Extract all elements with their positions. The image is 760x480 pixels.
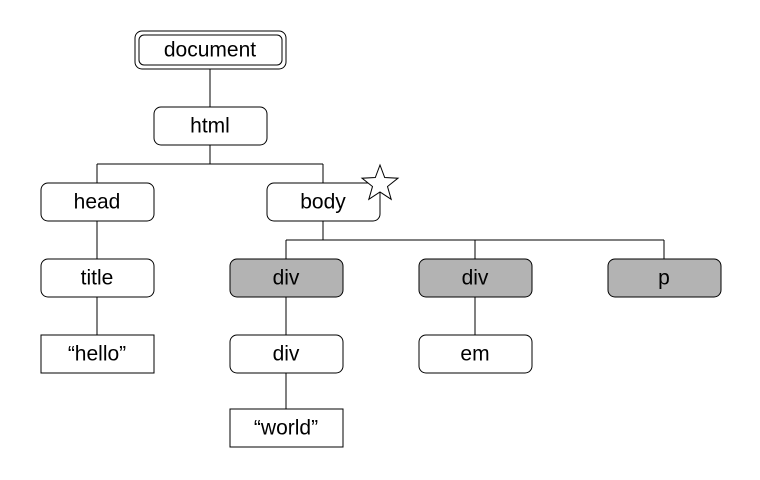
node-document-inner-box <box>138 34 283 66</box>
node-html-box <box>153 106 268 146</box>
node-div-nested: div <box>229 334 344 374</box>
node-hello-text: “hello” <box>40 334 155 374</box>
node-hello-box <box>40 334 155 374</box>
node-hello-label: “hello” <box>68 343 126 366</box>
node-world-label: “world” <box>254 417 318 440</box>
node-document-outer-box <box>134 30 287 70</box>
node-p: p <box>607 258 722 298</box>
node-head-box <box>40 182 155 222</box>
node-em: em <box>418 334 533 374</box>
node-div-nested-box <box>229 334 344 374</box>
node-world-box <box>229 408 344 448</box>
node-div-1-box <box>229 258 344 298</box>
node-div-2-label: div <box>462 267 489 290</box>
node-document: document <box>134 30 287 70</box>
node-head-label: head <box>74 191 121 214</box>
node-div-2: div <box>418 258 533 298</box>
node-document-label: document <box>164 39 256 62</box>
node-body: body <box>266 163 400 222</box>
tree-edges <box>96 69 665 409</box>
node-html-label: html <box>190 115 230 138</box>
node-world-text: “world” <box>229 408 344 448</box>
node-div-1-label: div <box>273 267 300 290</box>
node-em-label: em <box>460 343 489 366</box>
star-icon <box>360 163 400 201</box>
node-title-label: title <box>81 267 114 290</box>
node-html: html <box>153 106 268 146</box>
node-p-label: p <box>658 267 670 290</box>
node-div-2-box <box>418 258 533 298</box>
node-p-box <box>607 258 722 298</box>
node-title-box <box>40 258 155 298</box>
node-body-box <box>266 182 381 222</box>
node-div-nested-label: div <box>273 343 300 366</box>
node-body-label: body <box>300 191 346 214</box>
node-title: title <box>40 258 155 298</box>
node-em-box <box>418 334 533 374</box>
node-head: head <box>40 182 155 222</box>
node-div-1: div <box>229 258 344 298</box>
